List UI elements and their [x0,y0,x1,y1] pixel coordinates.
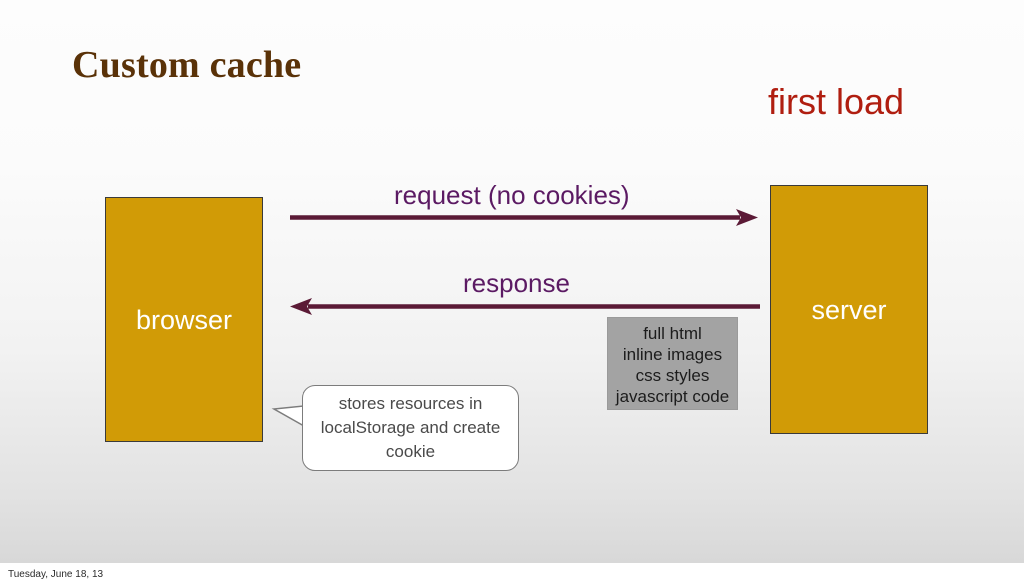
page-title: Custom cache [72,44,302,86]
slide-footer: Tuesday, June 18, 13 [0,563,1024,587]
response-arrow-label: response [463,268,570,298]
slide-canvas: Custom cache first load browser server r… [0,0,1024,564]
callout-bubble: stores resources in localStorage and cre… [302,385,519,471]
payload-box: full html inline images css styles javas… [607,317,738,410]
callout-text: stores resources in localStorage and cre… [320,394,501,461]
request-arrow-icon [290,209,758,226]
browser-node-label: browser [135,304,233,335]
server-node: server [770,185,928,434]
browser-node: browser [105,197,263,442]
footer-timestamp: Tuesday, June 18, 13 [8,569,104,580]
slide-subtitle: first load [768,81,905,122]
payload-line: inline images [622,344,723,364]
payload-line: full html [643,323,702,343]
server-node-label: server [811,294,887,325]
request-arrow-label: request (no cookies) [394,180,630,210]
response-arrow-icon [290,298,760,315]
payload-line: css styles [635,365,710,385]
payload-line: javascript code [615,386,730,406]
